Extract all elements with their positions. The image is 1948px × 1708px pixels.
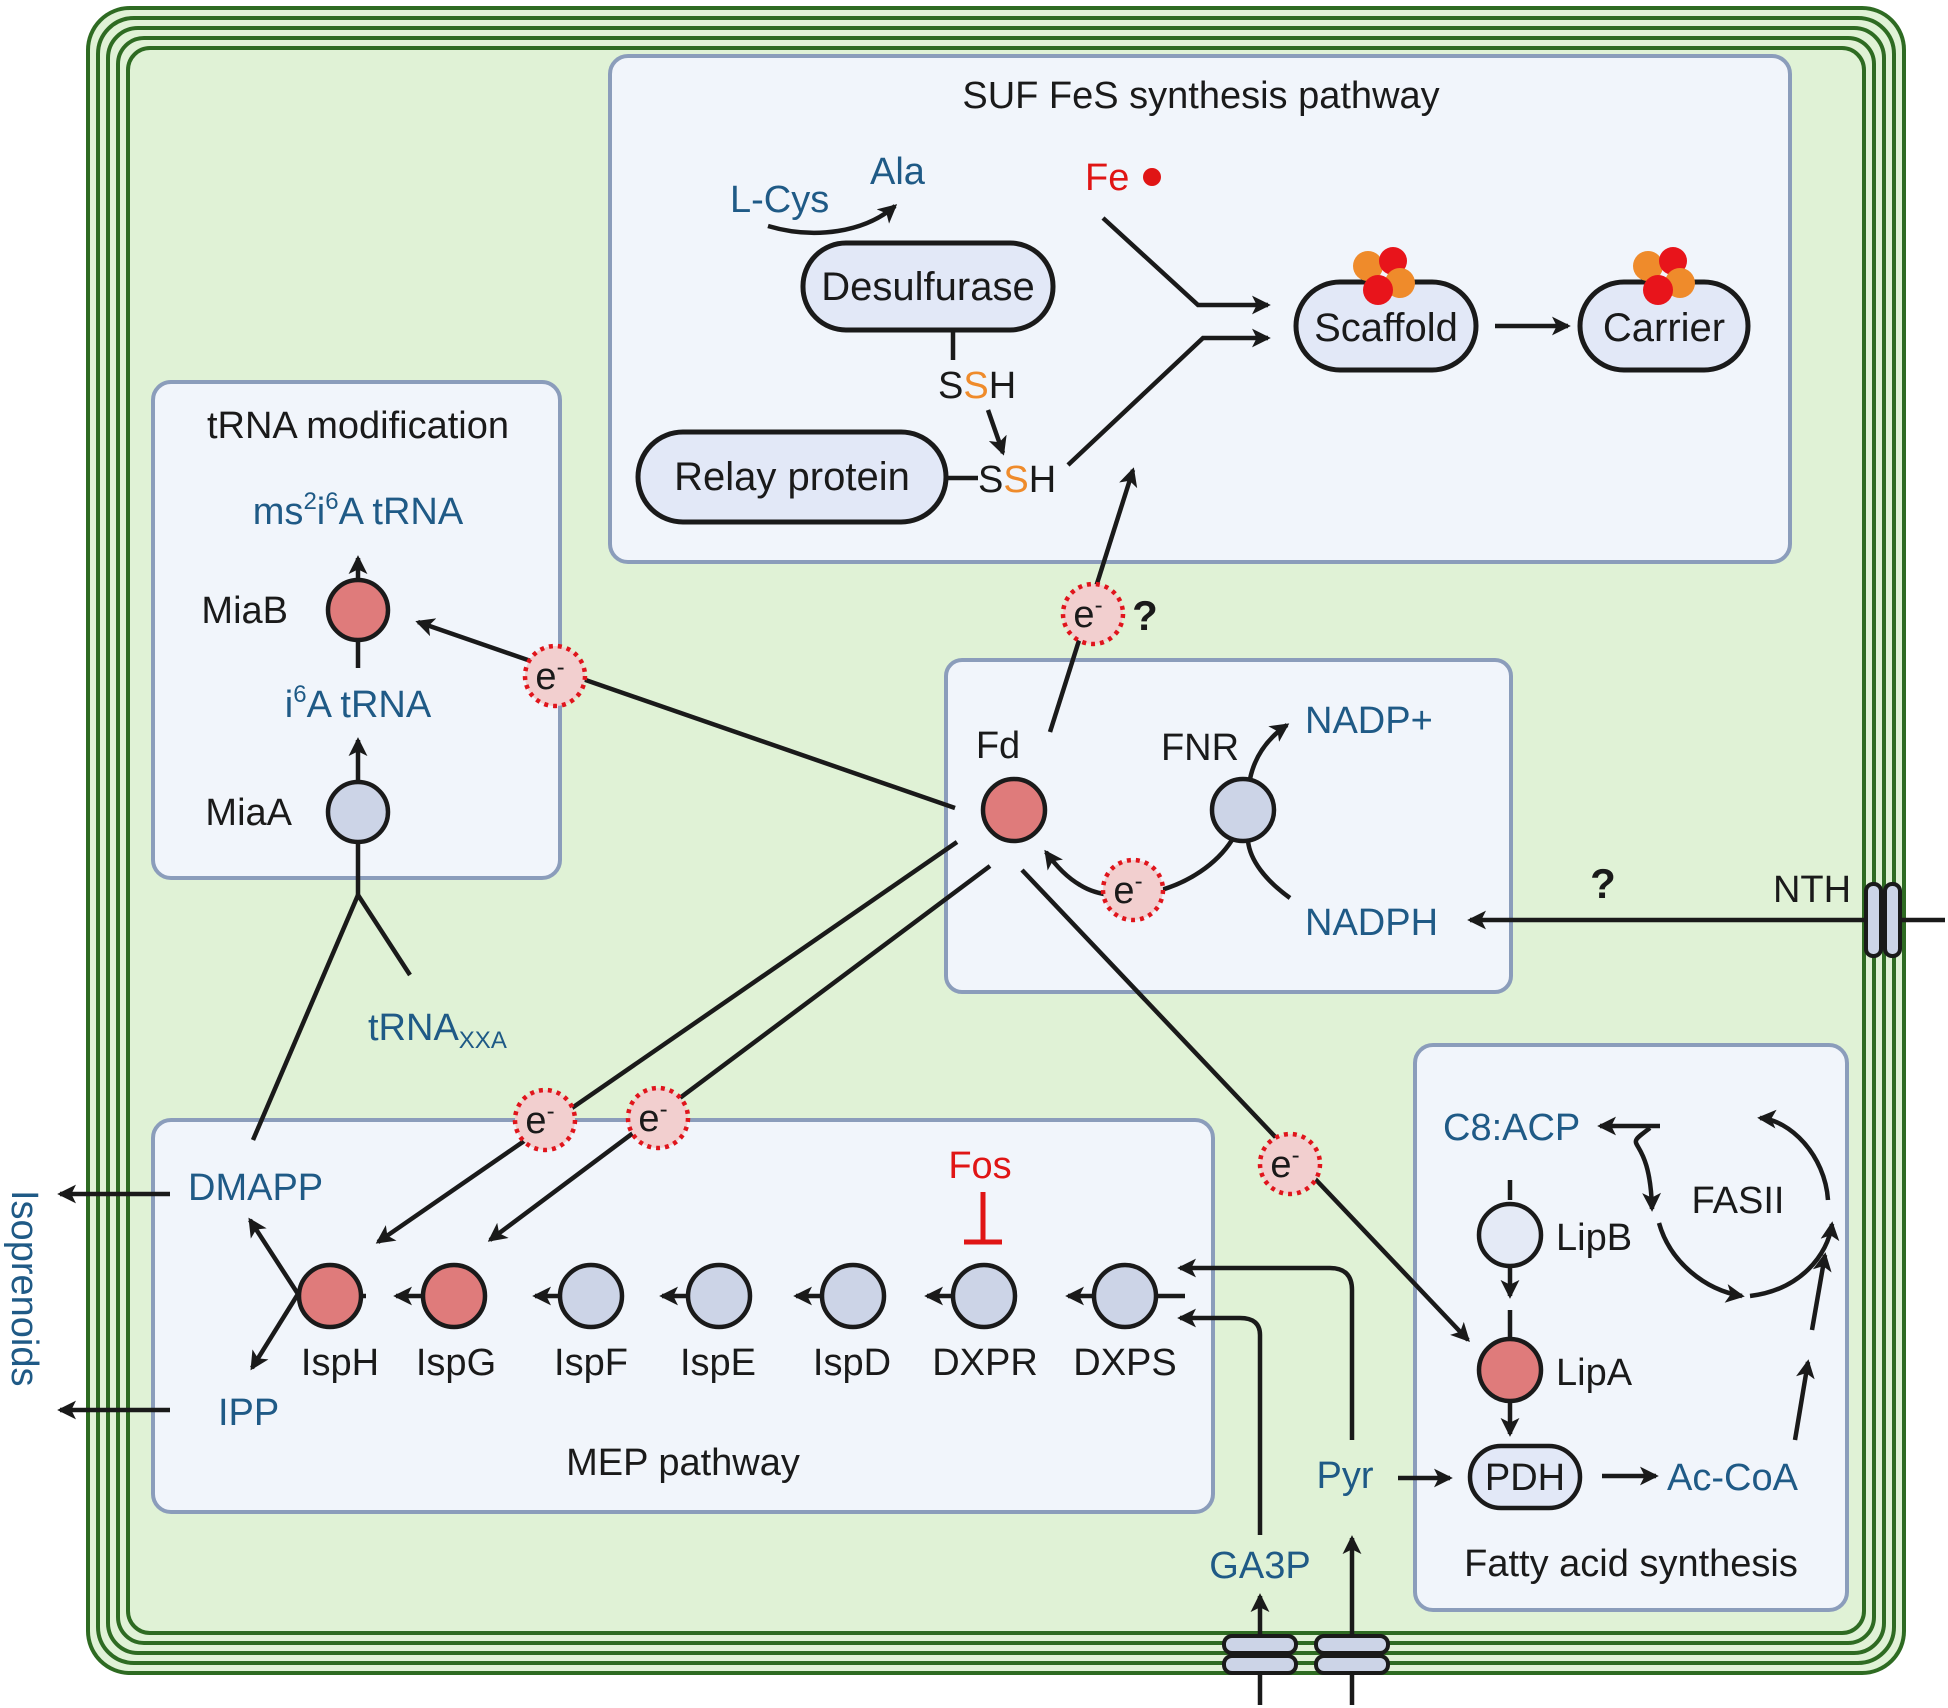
trna-to-miaa-line (356, 893, 412, 977)
dmapp-to-miaa-line (250, 894, 361, 1141)
fe-label: Fe (1085, 157, 1129, 199)
ispe-node (685, 1262, 753, 1330)
electron-badge: e- (1257, 1131, 1323, 1197)
nth-label: NTH (1773, 869, 1851, 911)
suf-question-mark: ? (1132, 592, 1158, 639)
cys-to-ala-arrow (767, 204, 898, 236)
ispg-node (420, 1262, 488, 1330)
nth-question-mark: ? (1590, 860, 1616, 907)
miaa-node (325, 779, 391, 845)
dxps-node (1091, 1262, 1159, 1330)
ala-label: Ala (870, 151, 926, 193)
svg-text:e-: e- (525, 1098, 554, 1142)
dxps-label: DXPS (1073, 1342, 1176, 1384)
ga3p-transporter-icon (1222, 1634, 1298, 1675)
fasii-cycle (1633, 1109, 1840, 1303)
miab-node (325, 577, 391, 643)
isph-to-dmapp-arrow (248, 1217, 300, 1296)
fnr-node (1209, 776, 1277, 844)
isph-label: IspH (301, 1342, 379, 1384)
ispg-label: IspG (416, 1342, 496, 1384)
pdh-label: PDH (1485, 1457, 1565, 1499)
svg-text:e-: e- (1113, 868, 1142, 912)
l-cys-label: L-Cys (730, 179, 829, 221)
isph-node (296, 1262, 364, 1330)
accoa-to-fasii-arrow (1792, 1359, 1815, 1441)
fd-to-ispg-arrow (487, 864, 992, 1242)
ms2i6a-trna-label: ms2i6A tRNA (253, 488, 464, 533)
fnr-to-nadp-arrow (1247, 723, 1290, 780)
ispd-label: IspD (813, 1342, 891, 1384)
fd-node (980, 776, 1048, 844)
ispf-label: IspF (554, 1342, 628, 1384)
fnr-to-fd-arrow (1044, 838, 1234, 899)
ispd-node (819, 1262, 887, 1330)
pyr-label: Pyr (1317, 1455, 1374, 1497)
fos-label: Fos (948, 1145, 1011, 1187)
miab-label: MiaB (201, 590, 288, 632)
ssh-top: SSH (938, 365, 1016, 407)
mep-title: MEP pathway (566, 1442, 800, 1484)
fes-cluster-icon (1353, 247, 1415, 305)
fd-to-isph-arrow (375, 840, 959, 1244)
lipa-label: LipA (1556, 1352, 1633, 1394)
accoa-to-fasii-arrow-upper (1809, 1252, 1832, 1331)
electron-badge: e- (522, 643, 588, 709)
ga3p-label: GA3P (1209, 1545, 1310, 1587)
dmapp-label: DMAPP (188, 1167, 323, 1209)
lipb-label: LipB (1556, 1217, 1632, 1259)
fasii-label: FASII (1692, 1180, 1785, 1222)
c8acp-label: C8:ACP (1443, 1107, 1580, 1149)
trna-title: tRNA modification (207, 405, 509, 447)
svg-text:e-: e- (535, 654, 564, 698)
ga3p-to-dxps-arrow (1177, 1308, 1263, 1535)
fas-title: Fatty acid synthesis (1464, 1543, 1798, 1585)
nadph-to-fnr-line (1245, 840, 1292, 900)
pyr-to-dxps-arrow (1177, 1258, 1355, 1440)
lipb-node (1476, 1201, 1544, 1269)
desulfurase-label: Desulfurase (821, 265, 1034, 309)
ispf-node (557, 1262, 625, 1330)
electron-badge: e- (625, 1085, 691, 1151)
trna-xxa-label: tRNAXXA (368, 1007, 507, 1054)
miaa-label: MiaA (205, 792, 292, 834)
electron-badge: e- (512, 1087, 578, 1153)
fd-to-miab-arrow (415, 618, 956, 811)
electron-badge: e- (1060, 581, 1126, 647)
accoa-label: Ac-CoA (1667, 1457, 1799, 1499)
fd-to-lipa-arrow (1020, 868, 1470, 1343)
electron-badge: e- (1100, 857, 1166, 923)
desulfurase-pill (800, 240, 1056, 333)
pdh-pill (1467, 1443, 1583, 1511)
sulfur-to-scaffold-arrow (1066, 328, 1271, 467)
lipa-node (1476, 1336, 1544, 1404)
svg-text:e-: e- (1073, 592, 1102, 636)
ipp-label: IPP (218, 1392, 279, 1434)
isph-to-ipp-arrow (250, 1292, 300, 1371)
ssh-bottom: SSH (978, 459, 1056, 501)
scaffold-label: Scaffold (1314, 306, 1458, 350)
nadph-label: NADPH (1305, 902, 1438, 944)
nadp-plus-label: NADP+ (1305, 700, 1433, 742)
dxpr-node (950, 1262, 1018, 1330)
ispe-label: IspE (680, 1342, 756, 1384)
dxpr-label: DXPR (932, 1342, 1038, 1384)
pyr-transporter-icon (1314, 1634, 1390, 1675)
fe-to-scaffold-arrow (1101, 216, 1271, 315)
fes-cluster-icon (1633, 247, 1695, 305)
fnr-label: FNR (1161, 727, 1239, 769)
svg-text:e-: e- (1270, 1142, 1299, 1186)
isoprenoids-label: Isoprenoids (3, 1190, 45, 1386)
suf-title: SUF FeS synthesis pathway (962, 75, 1439, 117)
fe-dot-icon (1143, 168, 1161, 186)
nth-transporter-icon (1864, 882, 1902, 958)
carrier-label: Carrier (1603, 306, 1725, 350)
fos-inhibition-icon (964, 1192, 1002, 1245)
relay-protein-label: Relay protein (674, 455, 910, 499)
svg-text:e-: e- (638, 1096, 667, 1140)
fd-label: Fd (976, 725, 1020, 767)
ssh-transfer-arrow (985, 409, 1007, 456)
i6a-trna-label: i6A tRNA (285, 681, 432, 726)
